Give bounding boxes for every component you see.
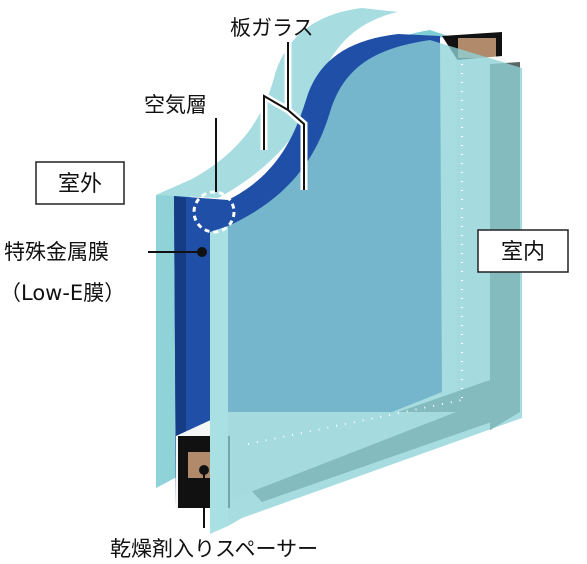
plate-glass-label: 板ガラス [230,16,314,40]
indoor-label: 室内 [501,240,545,265]
spacer-label: 乾燥剤入りスペーサー [110,537,318,561]
air-layer-label: 空気層 [144,93,207,117]
seal-dots-horizontal [247,399,463,445]
plate-glass-leader-inner [263,42,305,190]
outdoor-label: 室外 [58,172,102,197]
outdoor-box [35,161,125,205]
low-e-dark-band [174,196,186,508]
inner-glass-face [228,40,522,526]
low-e-label-line1: 特殊金属膜 [4,240,109,264]
inner-glass-left-edge [210,226,228,534]
low-e-label-line2: （Low-E膜） [0,281,125,305]
indoor-box [477,229,569,273]
air-layer-circle [192,190,236,234]
